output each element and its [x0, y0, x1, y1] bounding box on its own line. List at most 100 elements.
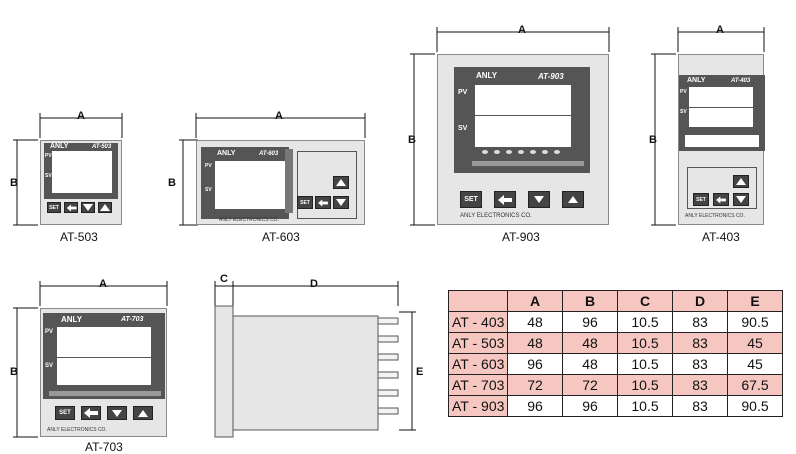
table-cell: 10.5	[617, 311, 673, 333]
caption-at903: AT-903	[502, 230, 540, 244]
up-button[interactable]	[133, 406, 153, 420]
model-label: AT-503	[92, 144, 112, 150]
set-button[interactable]: SET	[55, 406, 75, 420]
model-label: AT-403	[731, 78, 751, 84]
table-cell: 48	[562, 332, 618, 354]
set-button[interactable]: SET	[693, 193, 709, 206]
brand-logo: ANLY	[687, 77, 706, 84]
left-button[interactable]	[494, 191, 516, 208]
dim-a-label: A	[716, 24, 724, 36]
model-label: AT-903	[538, 72, 564, 81]
left-button[interactable]	[315, 196, 331, 209]
dim-e-label: E	[416, 366, 424, 378]
up-button[interactable]	[333, 176, 349, 189]
table-cell: 96	[507, 353, 563, 375]
display-screen	[475, 85, 571, 147]
indicator-led	[530, 150, 536, 154]
arrow-down-icon	[736, 196, 746, 203]
up-button[interactable]	[733, 175, 749, 188]
table-row: AT - 703 72 72 10.5 83 67.5	[448, 374, 783, 396]
indicator-led	[494, 150, 500, 154]
caption-at403: AT-403	[702, 230, 740, 244]
down-button[interactable]	[81, 202, 95, 213]
left-button[interactable]	[713, 193, 729, 206]
arrow-down-icon	[112, 409, 122, 417]
table-cell: 45	[727, 332, 783, 354]
output-led-strip	[285, 149, 293, 213]
table-cell: 48	[507, 332, 563, 354]
set-button[interactable]: SET	[297, 196, 313, 209]
down-button[interactable]	[528, 191, 550, 208]
display-screen	[57, 327, 151, 385]
up-button[interactable]	[98, 202, 112, 213]
pv-label: PV	[45, 153, 52, 159]
column-header: C	[617, 290, 673, 312]
table-row: AT - 403 48 96 10.5 83 90.5	[448, 311, 783, 333]
sv-label: SV	[45, 173, 52, 179]
sv-label: SV	[45, 363, 54, 369]
output-bar	[472, 161, 584, 166]
arrow-up-icon	[336, 179, 346, 186]
row-model: AT - 503	[448, 332, 508, 354]
dim-a-label: A	[275, 110, 283, 122]
at503-display-panel: ANLY AT-503 PV SV	[44, 143, 118, 199]
table-cell: 48	[507, 311, 563, 333]
at903-display-panel: ANLY AT-903 PV SV	[454, 67, 590, 173]
dim-b-label: B	[168, 177, 176, 189]
caption-at603: AT-603	[262, 230, 300, 244]
table-cell: 10.5	[617, 374, 673, 396]
set-button[interactable]: SET	[460, 191, 482, 208]
left-button[interactable]	[64, 202, 78, 213]
table-cell: 48	[562, 353, 618, 375]
brand-logo: ANLY	[476, 71, 498, 80]
dim-b-label: B	[10, 366, 18, 378]
at503-device: ANLY AT-503 PV SV SET	[40, 140, 122, 225]
table-cell: 83	[672, 353, 728, 375]
at403-device: ANLY AT-403 PV SV SET ANLY ELECTRONICS C…	[678, 54, 765, 225]
at603-display-panel: ANLY AT-603 PV SV	[201, 147, 289, 219]
table-row: AT - 603 96 48 10.5 83 45	[448, 353, 783, 375]
model-label: AT-603	[259, 151, 279, 157]
table-cell: 67.5	[727, 374, 783, 396]
model-label: AT-703	[121, 316, 144, 323]
caption-at503: AT-503	[60, 230, 98, 244]
table-cell: 96	[507, 395, 563, 417]
indicator-led	[506, 150, 512, 154]
down-button[interactable]	[333, 196, 349, 209]
brand-logo: ANLY	[217, 150, 236, 157]
screen-divider	[689, 107, 753, 108]
up-button[interactable]	[562, 191, 584, 208]
indicator-led	[542, 150, 548, 154]
at403-display-panel: ANLY AT-403 PV SV	[679, 75, 765, 151]
key-panel	[687, 167, 757, 209]
indicator-led	[482, 150, 488, 154]
row-model: AT - 903	[448, 395, 508, 417]
output-bar	[685, 135, 759, 147]
pv-label: PV	[45, 329, 54, 335]
sv-label: SV	[680, 109, 687, 115]
sv-label: SV	[458, 125, 468, 132]
down-button[interactable]	[107, 406, 127, 420]
arrow-up-icon	[736, 178, 746, 185]
dim-b-label: B	[649, 134, 657, 146]
arrow-left-icon	[716, 196, 726, 203]
table-cell: 96	[562, 311, 618, 333]
down-button[interactable]	[733, 193, 749, 206]
column-header: B	[562, 290, 618, 312]
table-header-row: A B C D E	[448, 290, 783, 312]
arrow-up-icon	[568, 196, 578, 203]
table-cell: 83	[672, 311, 728, 333]
set-button[interactable]: SET	[47, 202, 61, 213]
row-model: AT - 603	[448, 353, 508, 375]
output-bar	[49, 391, 161, 396]
column-header: E	[727, 290, 783, 312]
screen-divider	[475, 115, 571, 116]
at703-display-panel: ANLY AT-703 PV SV	[43, 313, 165, 399]
footer-brand: ANLY ELECTRONICS CO.	[47, 427, 107, 433]
table-cell: 72	[507, 374, 563, 396]
left-button[interactable]	[81, 406, 101, 420]
dim-b-label: B	[10, 177, 18, 189]
brand-logo: ANLY	[61, 315, 83, 324]
table-cell: 83	[672, 374, 728, 396]
